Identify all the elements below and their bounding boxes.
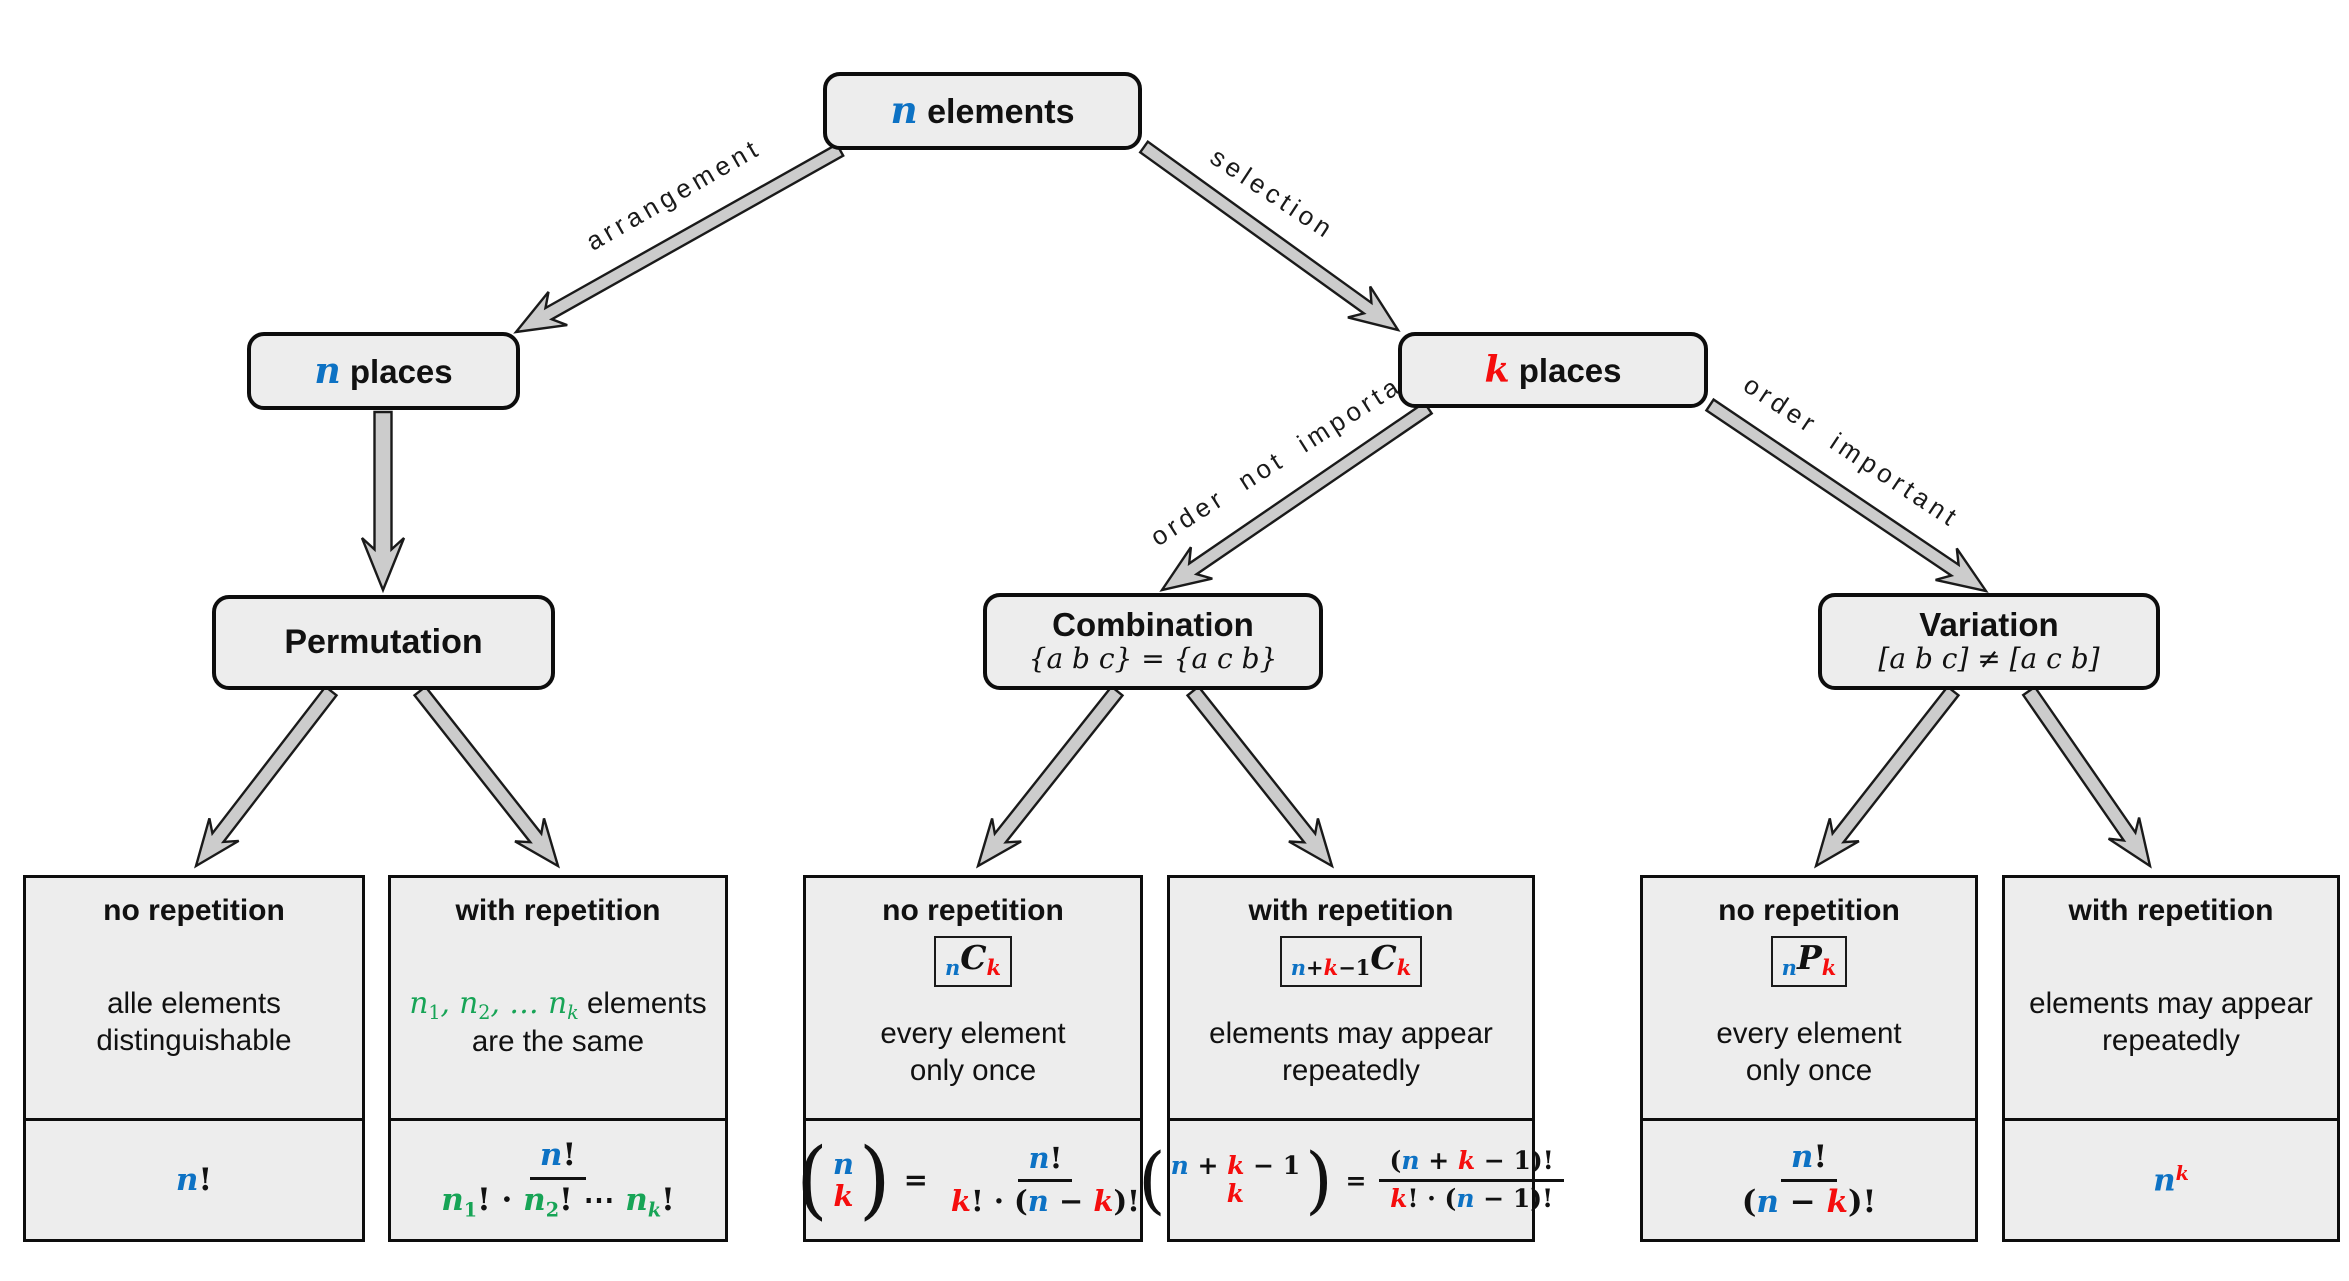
formula-badge: nCk [933,936,1013,987]
node-combination: Combination {a b c} = {a c b} [983,593,1323,690]
edge-order-important-arrow [1704,397,1989,593]
edge-label-selection: selection [1205,141,1341,245]
cell-title: with repetition [2068,894,2274,927]
cell-title: no repetition [103,894,285,927]
edge-var-no-rep [1814,685,1961,869]
node-combination-label: Combination [1052,605,1254,643]
edge-perm-with-rep [412,685,560,869]
edge-selection: selection [1138,140,1401,332]
edge-perm-with-rep-arrow [412,685,560,869]
node-variation-example: [a b c] ≠ [a c b] [1878,642,2100,676]
node-permutation-label: Permutation [284,622,483,661]
formula-badge: n+k−1Ck [1279,936,1423,987]
edge-var-with-rep [2021,685,2152,869]
edge-order-not-important-arrow [1159,400,1434,592]
node-n-elements: n elements [823,72,1142,150]
node-n-places: n places [247,332,520,410]
edge-label-order-not-important: order not important [1145,353,1434,552]
cell-formula: n!(n − k)! [1643,1118,1975,1239]
edge-var-no-rep-arrow [1814,685,1961,869]
edge-comb-no-rep [976,684,1125,869]
formula-badge: nPk [1770,936,1848,987]
node-combination-example: {a b c} = {a c b} [1028,642,1278,676]
edge-comb-with-rep-arrow [1185,684,1334,869]
edge-comb-no-rep-arrow [976,684,1125,869]
edge-n-places-permutation [360,410,406,594]
cell-formula: n! [26,1118,362,1239]
node-variation-label: Variation [1919,605,2059,643]
edge-arrangement-arrow [513,142,845,334]
edge-n-places-permutation-arrow [360,410,406,594]
cell-formula: n!n1! · n2! ⋯ nk! [391,1118,725,1239]
edge-var-with-rep-arrow [2021,685,2152,869]
edge-perm-no-rep [194,685,339,869]
cell-title: with repetition [1248,894,1454,927]
node-n-places-label: n places [314,348,453,392]
node-k-places: k places [1398,332,1708,408]
node-k-places-label: k places [1484,347,1622,391]
cell-title: no repetition [882,894,1064,927]
node-variation: Variation [a b c] ≠ [a c b] [1818,593,2160,690]
cell-formula: nk [2005,1118,2337,1239]
edge-comb-with-rep [1185,684,1334,869]
edge-arrangement: arrangement [513,132,845,334]
edge-perm-no-rep-arrow [194,685,339,869]
cell-title: with repetition [455,894,661,927]
edge-selection-arrow [1138,140,1401,332]
cell-combination-with-repetition: with repetition n+k−1Ck elements may app… [1138,875,1564,1242]
cell-title: no repetition [1718,894,1900,927]
node-n-elements-label: n elements [890,88,1075,133]
edge-order-not-important: order not important [1145,353,1434,592]
node-permutation: Permutation [212,595,555,690]
edge-order-important: order important [1704,369,1989,593]
